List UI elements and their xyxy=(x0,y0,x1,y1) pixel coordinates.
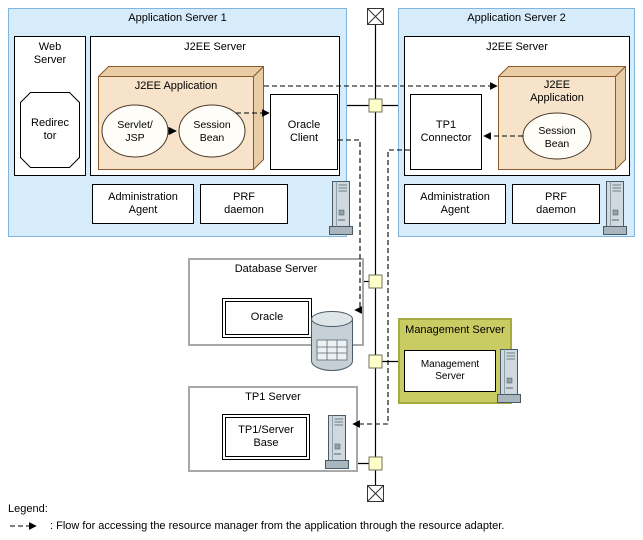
database-server-title: Database Server xyxy=(234,263,318,275)
network-terminator-icon xyxy=(367,8,384,25)
network-node-icon xyxy=(368,274,383,289)
web-server-label: Web Server xyxy=(33,41,67,67)
legend-flow-description: : Flow for accessing the resource manage… xyxy=(50,520,505,532)
management-server-title: Management Server xyxy=(405,324,505,336)
j2ee-application-2-shape xyxy=(498,66,626,170)
app-server-1-title: Application Server 1 xyxy=(128,12,227,24)
servlet-jsp-label: Servlet/ JSP xyxy=(117,119,153,144)
tp1-server-base-box: TP1/Server Base xyxy=(222,414,310,460)
app-server-2-title: Application Server 2 xyxy=(467,12,566,24)
dashed-arrow-icon xyxy=(10,522,37,530)
server-tower-icon xyxy=(600,180,630,238)
oracle-label: Oracle xyxy=(225,301,309,335)
j2ee-application-2-label: J2EE Application xyxy=(530,79,584,105)
legend-heading: Legend: xyxy=(8,503,48,515)
network-node-icon xyxy=(368,354,383,369)
session-bean-1-label: Session Bean xyxy=(193,119,231,144)
administration-agent-2-box: Administration Agent xyxy=(404,184,506,224)
administration-agent-1-box: Administration Agent xyxy=(92,184,194,224)
j2ee-server-2-title: J2EE Server xyxy=(486,41,548,53)
management-server-program-box: Management Server xyxy=(404,350,496,392)
server-tower-icon xyxy=(326,180,356,238)
network-terminator-icon xyxy=(367,485,384,502)
tp1-server-base-label: TP1/Server Base xyxy=(225,417,307,457)
legend-row: : Flow for accessing the resource manage… xyxy=(8,520,504,532)
session-bean-2-label: Session Bean xyxy=(538,125,576,150)
prf-daemon-1-box: PRF daemon xyxy=(200,184,288,224)
database-cylinder-icon xyxy=(310,310,354,372)
oracle-client-box: Oracle Client xyxy=(270,94,338,170)
j2ee-server-1-title: J2EE Server xyxy=(184,41,246,53)
prf-daemon-2-box: PRF daemon xyxy=(512,184,600,224)
j2ee-application-1-shape xyxy=(98,66,264,170)
network-node-icon xyxy=(368,456,383,471)
redirector-label: Redirec tor xyxy=(31,116,69,142)
j2ee-application-1-label: J2EE Application xyxy=(134,80,218,92)
tp1-connector-box: TP1 Connector xyxy=(410,94,482,170)
oracle-box: Oracle xyxy=(222,298,312,338)
redirector-shape xyxy=(20,92,80,168)
server-tower-icon xyxy=(322,414,352,472)
network-node-icon xyxy=(368,98,383,113)
server-tower-icon xyxy=(494,348,524,406)
tp1-server-title: TP1 Server xyxy=(245,391,301,403)
